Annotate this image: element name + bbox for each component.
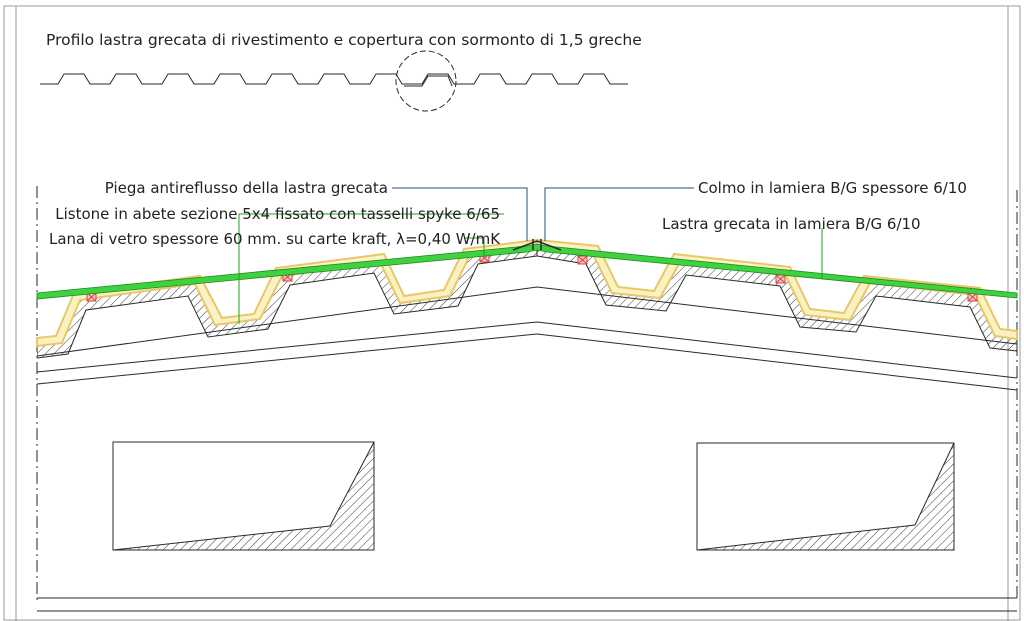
profile-sample: [40, 50, 628, 112]
batten: [577, 255, 588, 265]
leader-listone: [238, 213, 504, 324]
label-lana-vetro: Lana di vetro spessore 60 mm. su carte k…: [49, 230, 501, 248]
leader-lines: [238, 187, 823, 324]
ridge-cap: [512, 239, 562, 251]
annotations: Piega antireflusso della lastra grecata …: [49, 179, 967, 248]
leader-piega: [392, 187, 528, 241]
batten: [775, 274, 786, 284]
label-lastra-grecata: Lastra grecata in lamiera B/G 6/10: [662, 215, 921, 233]
wall-lines: [36, 186, 1018, 600]
window-left: [112, 441, 375, 551]
drawing-title: Profilo lastra grecata di rivestimento e…: [46, 31, 642, 49]
corrugated-deck-section: [37, 245, 1018, 359]
label-piega-antireflusso: Piega antireflusso della lastra grecata: [105, 179, 388, 197]
leader-lana: [464, 237, 485, 256]
label-listone-abete: Listone in abete sezione 5x4 fissato con…: [55, 205, 500, 223]
overlap-detail-circle: [395, 50, 457, 112]
label-colmo-lamiera: Colmo in lamiera B/G spessore 6/10: [698, 179, 967, 197]
window-right: [696, 442, 955, 551]
leader-colmo: [544, 187, 694, 241]
floor-lines: [37, 597, 1017, 612]
sheet-frame: [3, 5, 1021, 621]
